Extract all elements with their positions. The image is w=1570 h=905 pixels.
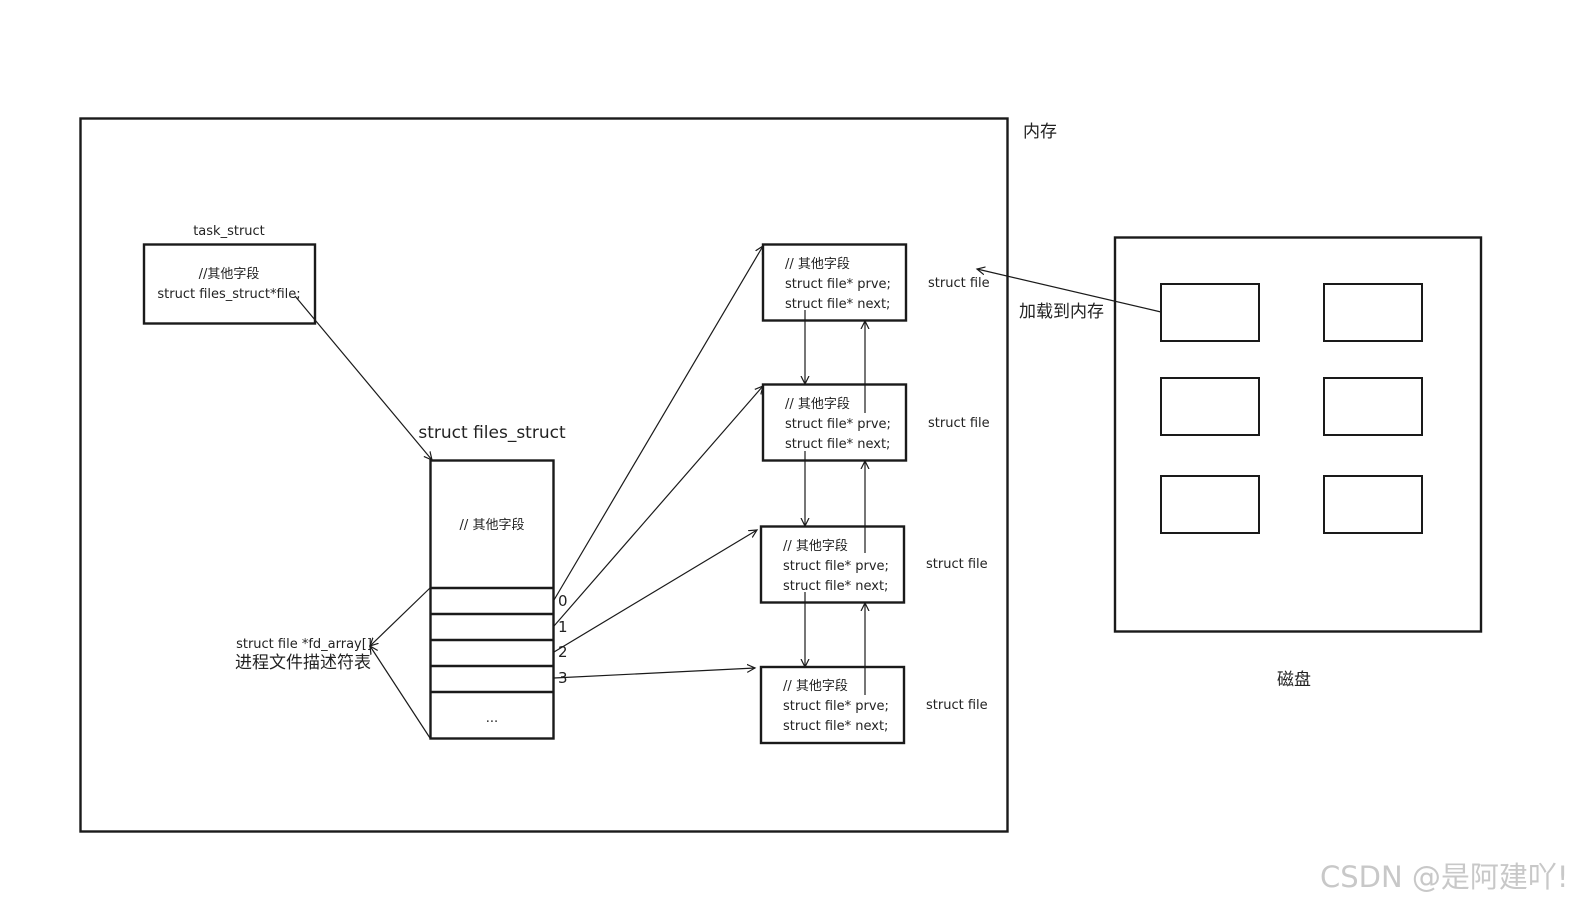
fd0-to-file-arrow	[553, 246, 763, 601]
file-node-label: struct file	[928, 276, 990, 291]
task-struct-box	[142, 243, 317, 325]
file-node-prev-field: struct file* prve;	[785, 277, 891, 292]
load-to-memory-label: 加载到内存	[1019, 302, 1104, 322]
file-node-next-field: struct file* next;	[783, 719, 888, 734]
files-struct-other-fields: // 其他字段	[460, 518, 525, 533]
file-node-other-fields: // 其他字段	[783, 679, 848, 694]
file-node-box	[759, 525, 906, 604]
file-node-prev-field: struct file* prve;	[783, 699, 889, 714]
fd-array-bracket-top-arrow	[370, 587, 431, 646]
file-node-next-field: struct file* next;	[785, 297, 890, 312]
files-struct-box	[429, 459, 555, 740]
fd-index-2: 2	[558, 643, 568, 661]
memory-region	[79, 117, 1009, 833]
disk-file-block	[1323, 475, 1423, 534]
file-node-other-fields: // 其他字段	[785, 397, 850, 412]
memory-label: 内存	[1023, 122, 1057, 142]
fd1-to-file-arrow	[553, 386, 763, 627]
file-node-box	[761, 243, 908, 322]
disk-file-block	[1160, 475, 1260, 534]
disk-file-block	[1323, 283, 1423, 342]
file-node-prev-field: struct file* prve;	[785, 417, 891, 432]
fd-array-declaration: struct file *fd_array[]	[236, 637, 372, 652]
task-to-files-struct-arrow	[294, 295, 432, 460]
watermark: CSDN @是阿建吖!	[1320, 860, 1569, 894]
files-struct-title: struct files_struct	[418, 423, 566, 443]
file-node: // 其他字段 struct file* prve; struct file* …	[761, 383, 990, 462]
disk-file-block	[1160, 283, 1260, 342]
file-node-label: struct file	[928, 416, 990, 431]
files-struct-ellipsis: ...	[486, 711, 498, 726]
file-node-prev-field: struct file* prve;	[783, 559, 889, 574]
file-node-box	[759, 665, 906, 745]
load-to-memory-arrow	[977, 269, 1162, 313]
file-node-other-fields: // 其他字段	[785, 257, 850, 272]
files-struct-table	[429, 459, 555, 740]
fd-index-0: 0	[558, 592, 568, 610]
file-node: // 其他字段 struct file* prve; struct file* …	[759, 525, 988, 604]
disk-file-block	[1160, 377, 1260, 436]
file-node: // 其他字段 struct file* prve; struct file* …	[761, 243, 990, 322]
task-struct-other-fields: //其他字段	[199, 267, 260, 282]
fd-array-caption: 进程文件描述符表	[235, 653, 371, 673]
disk-label: 磁盘	[1277, 670, 1311, 690]
fd2-to-file-arrow	[553, 530, 757, 653]
task-struct-title: task_struct	[193, 224, 265, 239]
task-struct-files-pointer: struct files_struct*file;	[157, 287, 300, 302]
fd-array-bracket-bottom-arrow	[370, 646, 431, 739]
disk-region	[1113, 236, 1483, 633]
file-node: // 其他字段 struct file* prve; struct file* …	[759, 665, 988, 745]
file-node-label: struct file	[926, 557, 988, 572]
fd-index-1: 1	[558, 618, 568, 636]
file-node-other-fields: // 其他字段	[783, 539, 848, 554]
file-node-next-field: struct file* next;	[785, 437, 890, 452]
disk-file-block	[1323, 377, 1423, 436]
file-node-next-field: struct file* next;	[783, 579, 888, 594]
fd3-to-file-arrow	[553, 668, 755, 679]
file-node-label: struct file	[926, 698, 988, 713]
file-node-box	[761, 383, 908, 462]
